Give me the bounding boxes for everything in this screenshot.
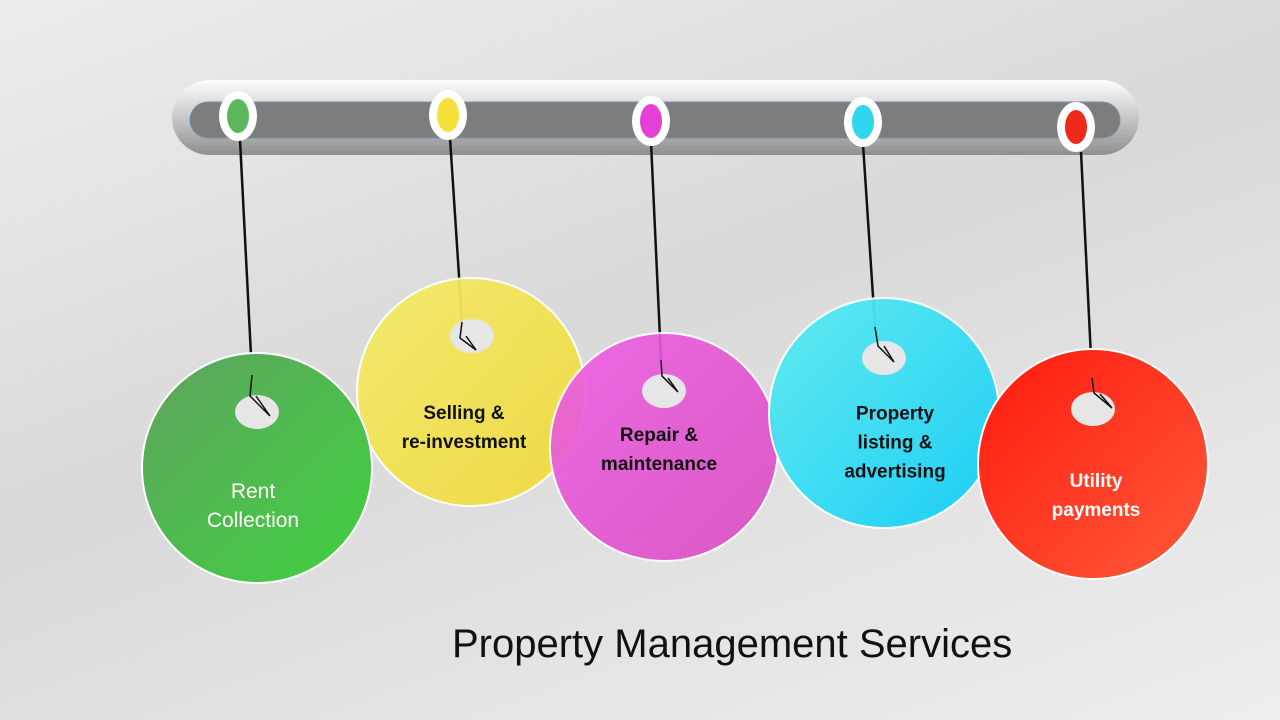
caption-rent-collection: Rent Collection	[148, 477, 358, 535]
bead-rent	[227, 99, 249, 133]
page-title: Property Management Services	[452, 622, 1013, 666]
caption-property-listing: Property listing & advertising	[790, 400, 1000, 487]
caption-line: Property	[855, 403, 935, 425]
caption-utility-payments: Utility payments	[991, 467, 1201, 525]
caption-line: maintenance	[600, 454, 718, 475]
tag-hole-repair	[642, 374, 686, 408]
string-utility	[1079, 151, 1094, 379]
hook-repair	[660, 359, 679, 393]
caption-line: Repair &	[619, 425, 699, 446]
caption-line: payments	[1051, 500, 1141, 521]
string-rent	[238, 139, 254, 376]
tag-rent	[141, 352, 373, 584]
caption-line: Utility	[1069, 471, 1123, 492]
string-property	[861, 143, 877, 328]
caption-line: listing &	[857, 432, 933, 454]
caption-line: Collection	[206, 509, 300, 532]
hook-selling	[459, 321, 477, 351]
caption-line: advertising	[844, 461, 946, 483]
caption-repair-maintenance: Repair & maintenance	[554, 421, 764, 479]
hook-property	[874, 326, 895, 363]
bead-selling	[437, 98, 459, 132]
caption-line: re-investment	[401, 432, 527, 453]
caption-line: Selling &	[423, 403, 505, 424]
hook-rent	[249, 374, 271, 417]
tag-selling	[356, 277, 586, 507]
caption-line: Rent	[230, 480, 276, 503]
tag-hole-rent	[235, 395, 279, 429]
caption-selling-reinvestment: Selling & re-investment	[359, 399, 569, 457]
bead-repair	[640, 104, 662, 138]
string-repair	[649, 141, 663, 361]
tag-hole-utility	[1071, 392, 1115, 426]
tag-hole-property	[862, 341, 906, 375]
hook-utility	[1091, 377, 1113, 409]
bead-property	[852, 105, 874, 139]
tag-utility	[977, 348, 1209, 580]
bead-utility	[1065, 110, 1087, 144]
